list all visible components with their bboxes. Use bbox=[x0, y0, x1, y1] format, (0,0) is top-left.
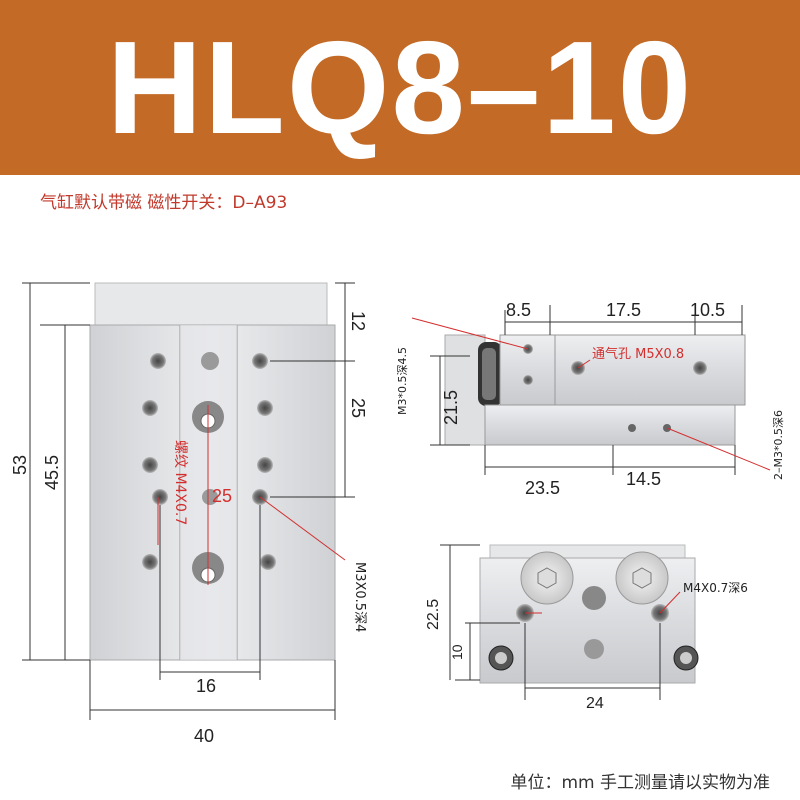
dim-16: 16 bbox=[196, 676, 216, 696]
side-left-hole-label: M3*0.5深4.5 bbox=[396, 347, 409, 415]
product-model: HLQ8–10 bbox=[106, 14, 694, 161]
front-top-block bbox=[94, 282, 328, 326]
dim-45-5: 45.5 bbox=[42, 455, 62, 490]
front-view bbox=[22, 282, 355, 720]
dim-24: 24 bbox=[586, 695, 604, 712]
product-title-banner: HLQ8–10 bbox=[0, 0, 800, 175]
side-right-hole-label: 2–M3*0.5深6 bbox=[772, 410, 785, 480]
dim-8-5: 8.5 bbox=[506, 300, 531, 320]
dim-23-5: 23.5 bbox=[525, 478, 560, 498]
dim-10: 10 bbox=[449, 644, 465, 660]
side-view bbox=[411, 305, 771, 475]
dim-22-5: 22.5 bbox=[425, 599, 442, 630]
side-slide-table bbox=[484, 404, 736, 446]
unit-note: 单位：mm 手工测量请以实物为准 bbox=[510, 773, 770, 793]
dim-17-5: 17.5 bbox=[606, 300, 641, 320]
thread-label: 螺纹 M4X0.7 bbox=[172, 440, 188, 525]
front-holes bbox=[142, 352, 276, 584]
side-body-main bbox=[554, 334, 746, 406]
dim-53: 53 bbox=[10, 455, 30, 475]
end-view bbox=[440, 544, 699, 700]
dim-14-5: 14.5 bbox=[626, 469, 661, 489]
dim-40: 40 bbox=[194, 726, 214, 746]
dim-25-right: 25 bbox=[348, 398, 368, 418]
dim-10-5: 10.5 bbox=[690, 300, 725, 320]
dim-12: 12 bbox=[348, 311, 368, 331]
dim-21-5: 21.5 bbox=[441, 390, 461, 425]
air-hole-label: 通气孔 M5X0.8 bbox=[592, 346, 684, 362]
magnet-switch-note: 气缸默认带磁 磁性开关：D–A93 bbox=[40, 193, 288, 213]
dim-25-center: 25 bbox=[212, 486, 232, 506]
end-hole-label: M4X0.7深6 bbox=[683, 581, 748, 595]
front-hole-label: M3X0.5深4 bbox=[352, 562, 367, 632]
